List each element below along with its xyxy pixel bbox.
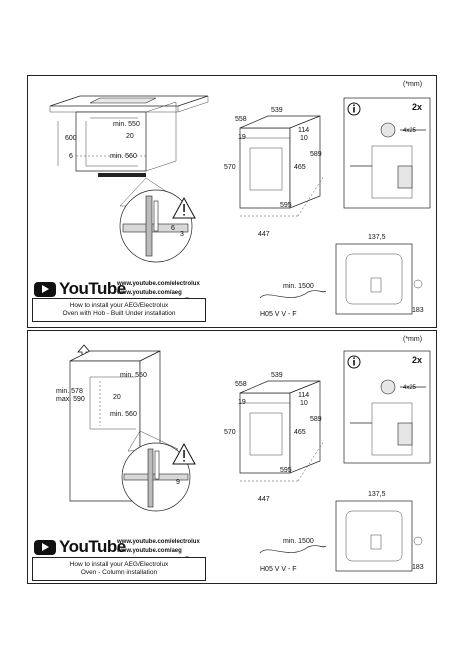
- screw-size: 4x25: [403, 385, 417, 391]
- dim-oven-19: 19: [238, 399, 246, 406]
- oven-drawing: [239, 380, 325, 482]
- cable-drawing: [259, 545, 327, 554]
- youtube-icon: [34, 539, 56, 555]
- unit-note: (*mm): [403, 336, 422, 343]
- cable-drawing: [259, 290, 327, 299]
- dim-oven-589: 589: [310, 416, 322, 423]
- install-text-line2: Oven - Column installation: [80, 569, 158, 576]
- dim-oven-10: 10: [300, 400, 308, 407]
- youtube-wordmark: YouTube: [59, 279, 126, 298]
- screw-count: 2x: [412, 355, 422, 365]
- dim-oven-558: 558: [235, 116, 247, 123]
- screw-drawing: [350, 122, 426, 199]
- dim-oven-589: 589: [310, 151, 322, 158]
- cable-type: H05 V V - F: [260, 311, 297, 318]
- dim-oven-19: 19: [238, 134, 246, 141]
- dim-oven-10: 10: [300, 135, 308, 142]
- cabinet-drawing: [49, 95, 209, 177]
- install-text-line1: How to install your AEG/Electrolux: [69, 561, 169, 568]
- info-icon: [347, 102, 361, 116]
- url-electrolux[interactable]: www.youtube.com/electrolux: [117, 539, 200, 545]
- screw-box: [343, 350, 431, 464]
- warning-icon: [172, 442, 196, 465]
- youtube-wordmark: YouTube: [59, 537, 126, 556]
- dim-oven-465: 465: [294, 429, 306, 436]
- panel-built-under: (*mm) min. 550 20 600 6 min. 560: [27, 75, 437, 328]
- dim-col-20: 20: [113, 394, 121, 401]
- url-aeg[interactable]: www.youtube.com/aeg: [117, 548, 182, 554]
- youtube-logo[interactable]: YouTube: [34, 537, 126, 557]
- column-diagram: (*mm) min. 550 min. 578 max. 590 20 min.…: [56, 336, 431, 573]
- info-icon: [347, 355, 361, 369]
- dim-oven-558: 558: [235, 381, 247, 388]
- dim-detail-9: 9: [176, 479, 180, 486]
- dim-cab-6: 6: [69, 153, 73, 160]
- plate-width: 137,5: [368, 234, 386, 241]
- mount-plate: [335, 243, 413, 315]
- dim-oven-539: 539: [271, 107, 283, 114]
- oven-drawing: [239, 115, 325, 217]
- detail-callout: [121, 430, 191, 512]
- youtube-logo[interactable]: YouTube: [34, 279, 126, 299]
- screw-drawing: [350, 379, 426, 456]
- plate-height: 183: [412, 564, 424, 571]
- url-electrolux[interactable]: www.youtube.com/electrolux: [117, 281, 200, 287]
- screw-box: [343, 97, 431, 209]
- dim-oven-595: 595: [280, 202, 292, 209]
- dim-cab-600: 600: [65, 135, 77, 142]
- install-video-box[interactable]: How to install your AEG/Electrolux Oven …: [32, 557, 206, 581]
- dim-detail-6: 6: [171, 225, 175, 232]
- dim-col-578: min. 578: [56, 388, 83, 395]
- youtube-icon: [34, 281, 56, 297]
- install-text-line2: Oven with Hob - Built Under installation: [62, 310, 176, 317]
- cable-length: min. 1500: [283, 538, 314, 545]
- dim-col-590: max. 590: [56, 396, 85, 403]
- url-aeg[interactable]: www.youtube.com/aeg: [117, 290, 182, 296]
- install-video-box[interactable]: How to install your AEG/Electrolux Oven …: [32, 298, 206, 322]
- dim-oven-447: 447: [258, 231, 270, 238]
- mount-plate: [335, 500, 413, 572]
- dim-cab-560: min. 560: [110, 153, 137, 160]
- dim-cab-20: 20: [126, 133, 134, 140]
- install-text-line1: How to install your AEG/Electrolux: [69, 302, 169, 309]
- plate-height: 183: [412, 307, 424, 314]
- dim-oven-595: 595: [280, 467, 292, 474]
- plate-width: 137,5: [368, 491, 386, 498]
- dim-oven-570: 570: [224, 429, 236, 436]
- dim-detail-3: 3: [180, 231, 184, 238]
- built-under-diagram: (*mm) min. 550 20 600 6 min. 560: [49, 81, 431, 318]
- dim-cab-width: min. 550: [113, 121, 140, 128]
- cable-length: min. 1500: [283, 283, 314, 290]
- detail-callout: [119, 177, 193, 263]
- dim-oven-114: 114: [298, 127, 309, 134]
- dim-oven-539: 539: [271, 372, 283, 379]
- dim-oven-570: 570: [224, 164, 236, 171]
- dim-oven-114: 114: [298, 392, 309, 399]
- unit-note: (*mm): [403, 81, 422, 88]
- screw-count: 2x: [412, 102, 422, 112]
- dim-oven-465: 465: [294, 164, 306, 171]
- dim-oven-447: 447: [258, 496, 270, 503]
- warning-icon: [172, 196, 196, 219]
- dim-col-560: min. 560: [110, 411, 137, 418]
- screw-size: 4x25: [403, 128, 417, 134]
- dim-col-550: min. 550: [120, 372, 147, 379]
- cable-type: H05 V V - F: [260, 566, 297, 573]
- panel-column: (*mm) min. 550 min. 578 max. 590 20 min.…: [27, 330, 437, 584]
